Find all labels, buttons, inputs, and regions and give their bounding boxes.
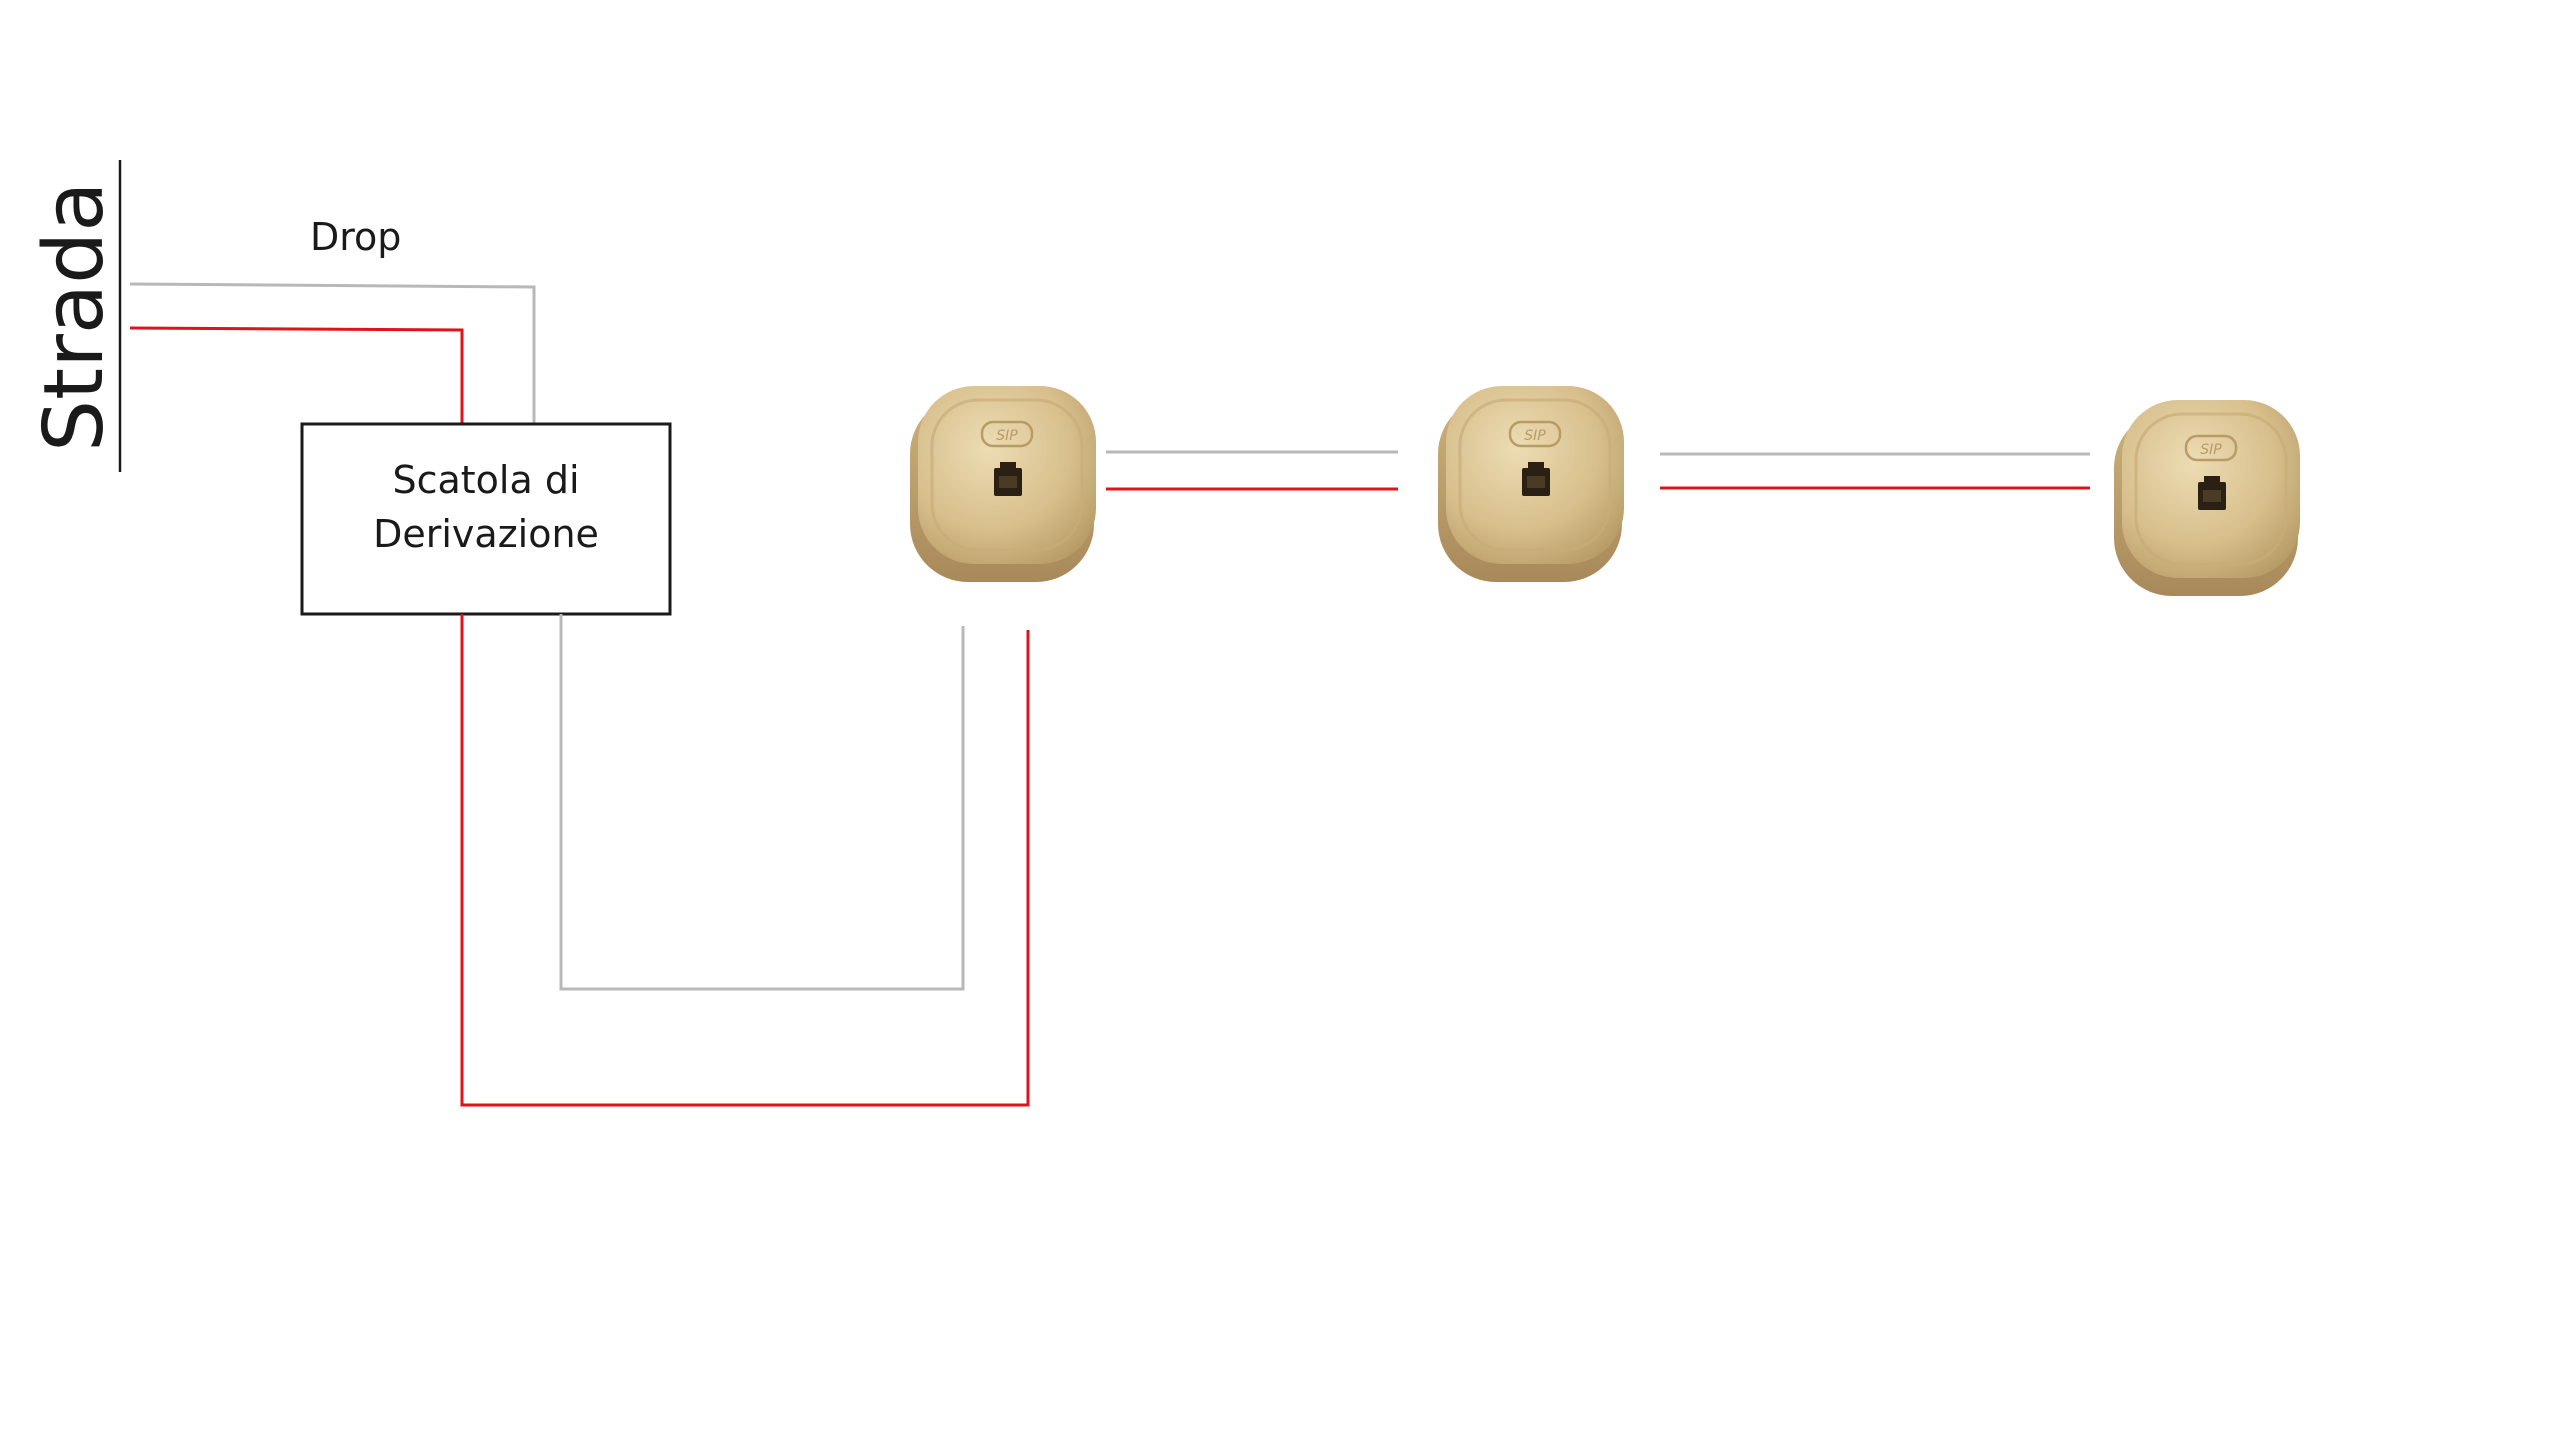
junction-box-label-line1: Scatola di <box>392 458 579 502</box>
street-label: Strada <box>27 182 122 452</box>
box-to-socket1-wire-red <box>460 614 1030 1107</box>
drop-wire-red <box>129 326 464 424</box>
box-to-socket1-wire-gray <box>559 614 965 991</box>
rj11-wall-socket-icon <box>2112 398 2302 598</box>
rj11-wall-socket-icon <box>1436 384 1626 584</box>
drop-label: Drop <box>310 215 401 259</box>
junction-box-label-line2: Derivazione <box>373 512 599 556</box>
rj11-wall-socket-icon <box>908 384 1098 584</box>
drop-wire-gray <box>129 282 536 424</box>
junction-box <box>300 422 672 616</box>
